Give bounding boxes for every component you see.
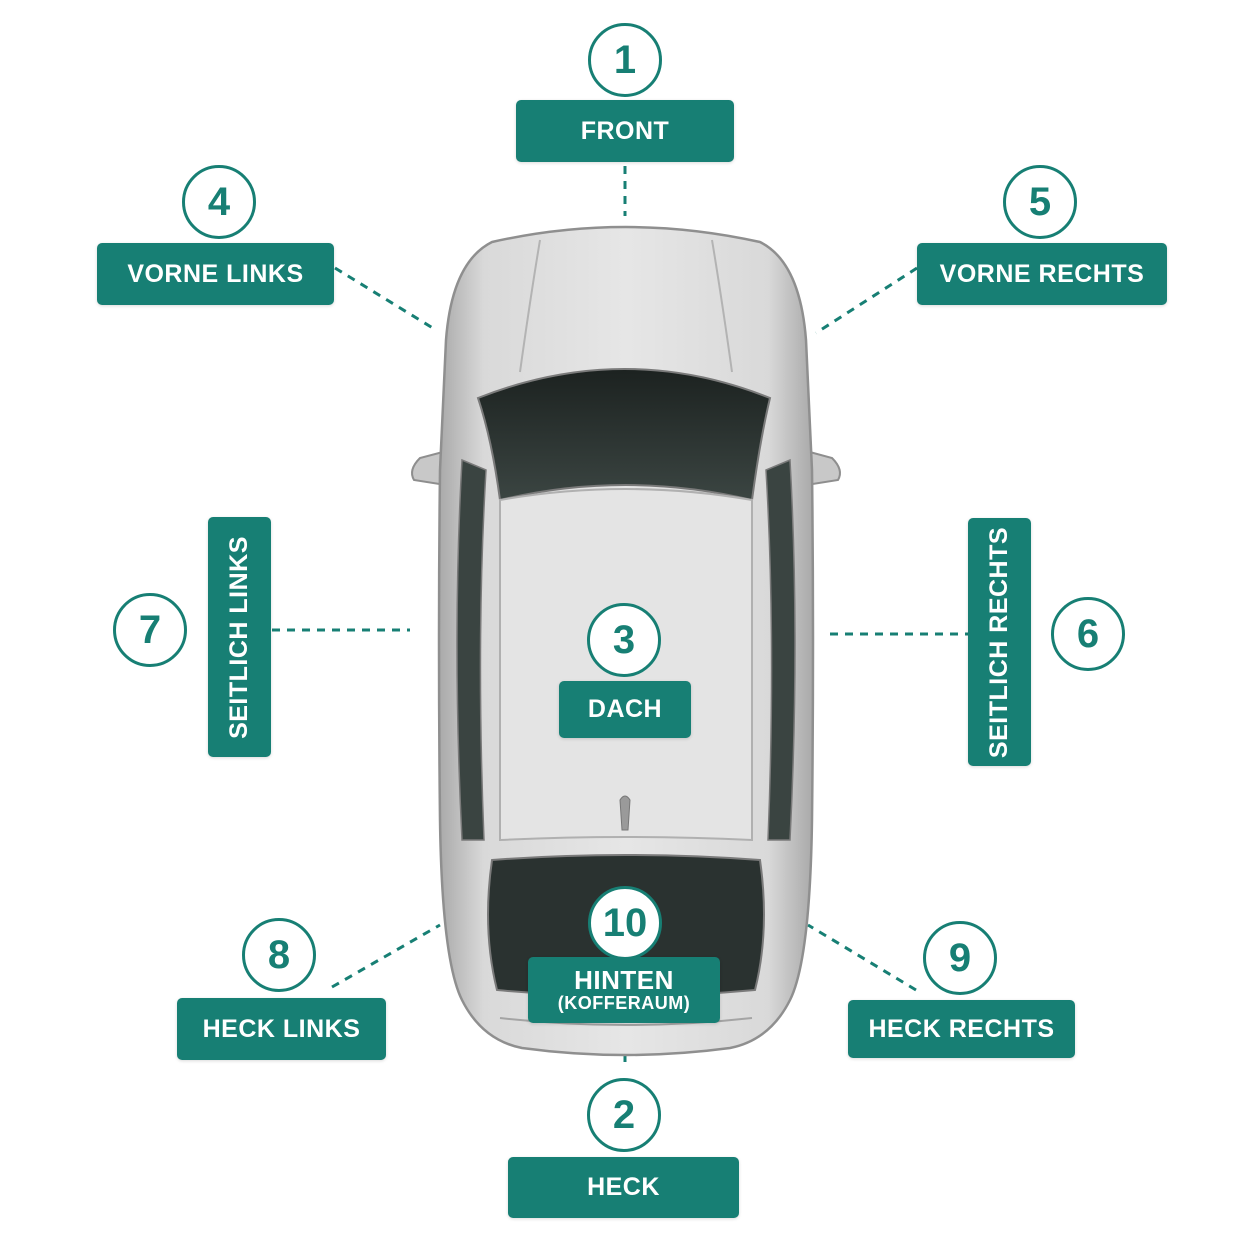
point-10-number: 10 (588, 886, 662, 960)
left-side-windows (456, 458, 487, 841)
point-3-label: DACH (559, 681, 691, 738)
point-6-number: 6 (1051, 597, 1125, 671)
point-6-label: SEITLICH RECHTS (968, 518, 1031, 766)
point-10-label-main: HINTEN (574, 964, 674, 995)
point-1-label: FRONT (516, 100, 734, 162)
point-2-label: HECK (508, 1157, 739, 1218)
point-7-label: SEITLICH LINKS (208, 517, 271, 757)
windshield (476, 368, 772, 502)
point-8-number: 8 (242, 918, 316, 992)
point-5-number: 5 (1003, 165, 1077, 239)
point-9-number: 9 (923, 921, 997, 995)
point-2-number: 2 (587, 1078, 661, 1152)
point-5-label: VORNE RECHTS (917, 243, 1167, 305)
point-7-number: 7 (113, 593, 187, 667)
point-10-label-sub: (KOFFERAUM) (557, 993, 691, 1014)
point-7-label-text: SEITLICH LINKS (225, 535, 253, 739)
connector-lines (272, 166, 968, 1068)
point-1-number: 1 (588, 23, 662, 97)
point-6-label-text: SEITLICH RECHTS (985, 526, 1013, 758)
right-side-windows (765, 458, 796, 841)
point-10-label: HINTEN (KOFFERAUM) (528, 957, 720, 1023)
point-8-label: HECK LINKS (177, 998, 386, 1060)
point-9-label: HECK RECHTS (848, 1000, 1075, 1058)
antenna (619, 795, 631, 831)
point-4-label: VORNE LINKS (97, 243, 334, 305)
point-4-number: 4 (182, 165, 256, 239)
point-3-number: 3 (587, 603, 661, 677)
